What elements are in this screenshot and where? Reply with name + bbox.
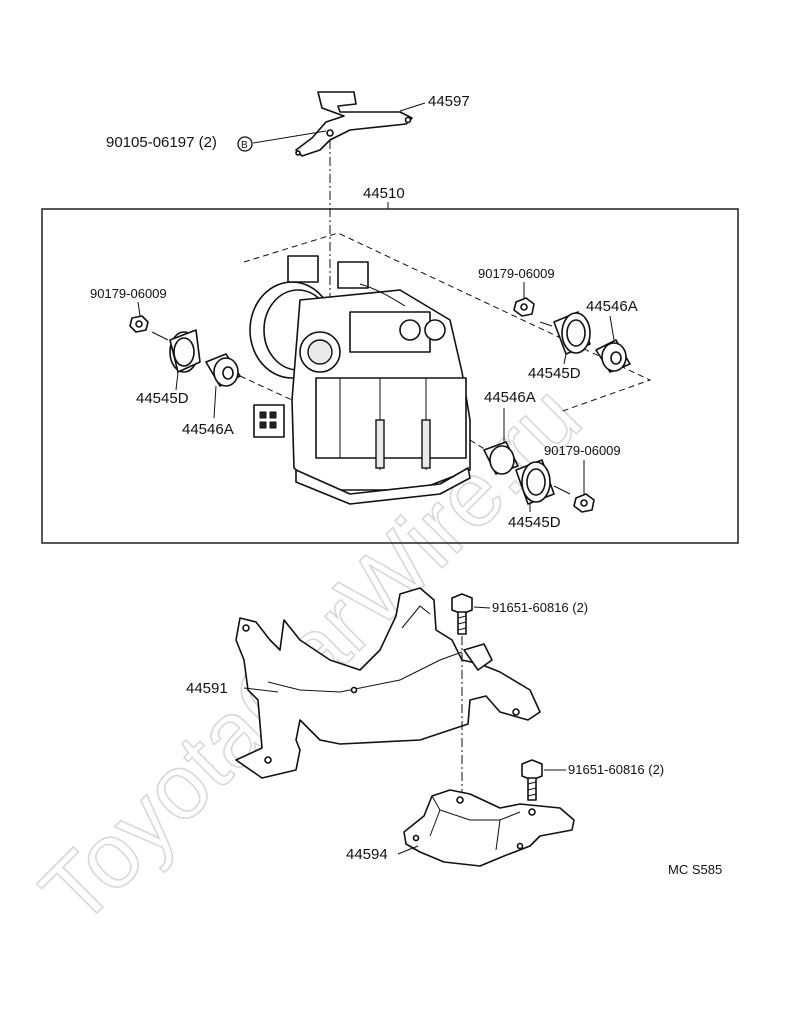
label-91651-60816-upper: 91651-60816 (2): [492, 600, 588, 615]
nut-bottom-icon[interactable]: [573, 493, 595, 513]
bolt-lower-icon[interactable]: [521, 759, 543, 801]
bolt-upper-icon[interactable]: [451, 593, 473, 635]
label-44597: 44597: [428, 93, 470, 110]
insulator-44546a-bottom-icon[interactable]: [483, 441, 519, 475]
nut-right-icon[interactable]: [513, 297, 535, 317]
label-44510: 44510: [363, 185, 405, 202]
label-90179-06009-left: 90179-06009: [90, 286, 167, 301]
label-44545d-left: 44545D: [136, 390, 189, 407]
label-44546a-left: 44546A: [182, 421, 234, 438]
label-91651-60816-lower: 91651-60816 (2): [568, 762, 664, 777]
label-44545d-right: 44545D: [528, 365, 581, 382]
label-44546a-right: 44546A: [586, 298, 638, 315]
insulator-44546a-right-icon[interactable]: [595, 339, 631, 373]
actuator-44510-icon[interactable]: [249, 255, 471, 505]
insulator-44545d-left-icon[interactable]: [169, 329, 201, 373]
label-44594: 44594: [346, 846, 388, 863]
assembly-frame: [41, 208, 739, 544]
mark-b-icon: B: [237, 136, 253, 152]
label-90179-06009-right: 90179-06009: [478, 266, 555, 281]
bracket-44594-icon[interactable]: [403, 789, 575, 867]
figure-code: MC S585: [668, 862, 722, 877]
label-44545d-bottom: 44545D: [508, 514, 561, 531]
insulator-44546a-left-icon[interactable]: [205, 353, 241, 387]
bracket-44597-icon[interactable]: [295, 91, 413, 157]
insulator-44545d-bottom-icon[interactable]: [515, 459, 555, 505]
label-90179-06009-bottom: 90179-06009: [544, 443, 621, 458]
nut-left-icon[interactable]: [129, 315, 149, 333]
svg-text:B: B: [241, 140, 248, 151]
label-90105-06197: 90105-06197 (2): [106, 134, 217, 151]
label-44591: 44591: [186, 680, 228, 697]
label-44546a-bottom: 44546A: [484, 389, 536, 406]
bracket-44591-icon[interactable]: [235, 587, 541, 779]
insulator-44545d-right-icon[interactable]: [553, 311, 591, 355]
